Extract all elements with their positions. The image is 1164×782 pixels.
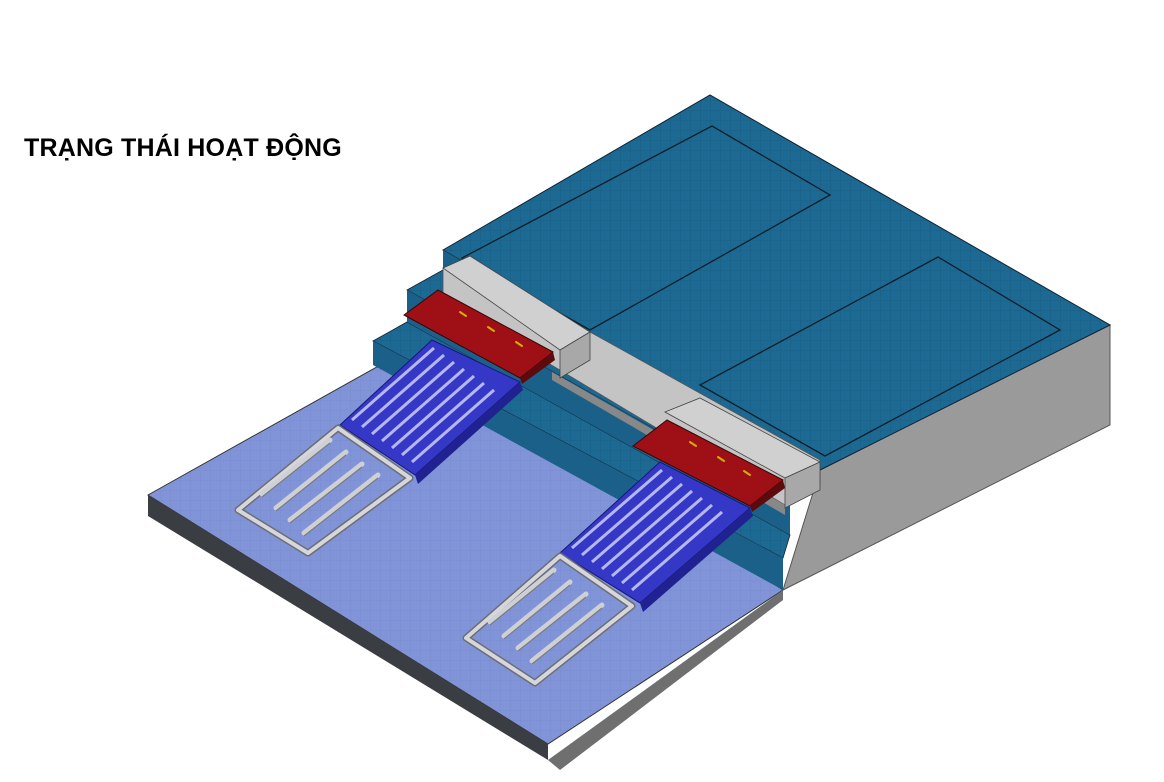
ramp-right-lower	[462, 552, 636, 687]
diagram-title: TRẠNG THÁI HOẠT ĐỘNG	[24, 134, 342, 162]
leveler-housing-left	[442, 255, 591, 379]
leveler-housing-right	[664, 397, 821, 509]
bay-outline-right	[698, 256, 1062, 457]
ramp-left-lower	[234, 424, 414, 557]
ramp-right-upper	[559, 461, 753, 612]
leveler-plate-left	[403, 289, 555, 384]
leveler-plate-right	[632, 419, 785, 512]
ramp-left-upper	[339, 339, 523, 484]
